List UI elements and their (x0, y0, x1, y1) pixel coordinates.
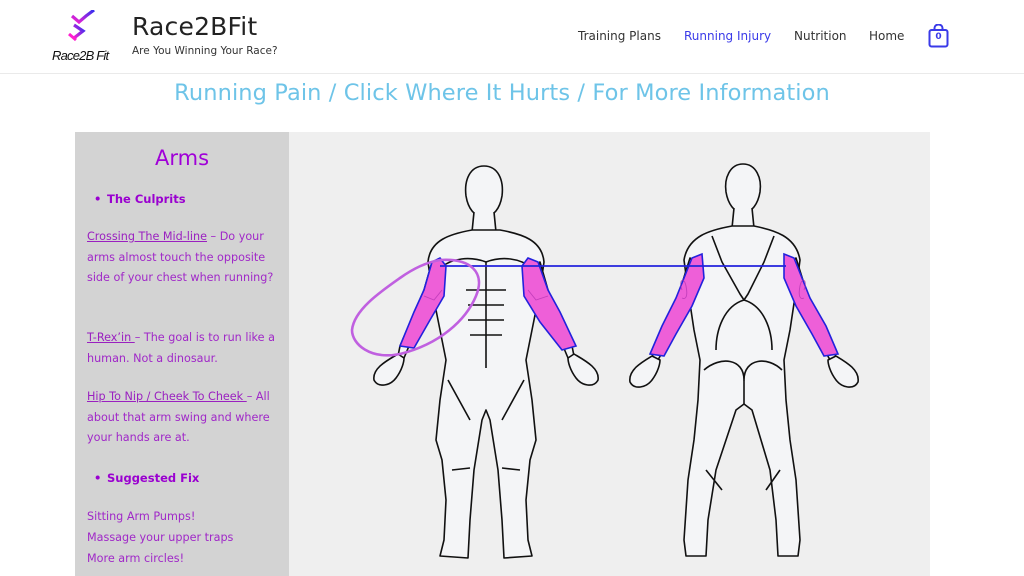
culprit-description: – The goal is to run like a human. Not a… (87, 331, 275, 365)
site-logo[interactable]: Race2B Fit (52, 10, 114, 66)
page-heading: Running Pain / Click Where It Hurts / Fo… (174, 80, 830, 106)
site-title[interactable]: Race2BFit (132, 12, 258, 41)
cart-button[interactable]: 0 (928, 23, 949, 48)
injury-info-sidebar: Arms The Culprits Crossing The Mid-line … (75, 132, 289, 576)
fix-item: Massage your upper traps (87, 531, 234, 544)
culprit-item: Hip To Nip / Cheek To Cheek – All about … (87, 387, 283, 449)
pain-circle-marker[interactable] (350, 258, 481, 357)
nav-running-injury[interactable]: Running Injury (684, 29, 772, 43)
culprits-heading: The Culprits (94, 192, 186, 206)
nav-home[interactable]: Home (869, 29, 905, 43)
front-body-figure[interactable] (373, 165, 599, 559)
culprit-description: – All about that arm swing and where you… (87, 390, 270, 444)
fix-item: Sitting Arm Pumps! (87, 510, 196, 523)
back-body-figure[interactable] (629, 163, 859, 557)
site-header: Race2B Fit Race2BFit Are You Winning You… (0, 0, 1024, 74)
nav-nutrition[interactable]: Nutrition (794, 29, 847, 43)
cart-count: 0 (935, 32, 942, 42)
culprit-link-hip-to-nip[interactable]: Hip To Nip / Cheek To Cheek (87, 390, 247, 403)
suggested-fix-heading: Suggested Fix (94, 471, 199, 485)
logo-icon (68, 10, 95, 42)
nav-training-plans[interactable]: Training Plans (578, 29, 661, 43)
culprit-link-crossing-midline[interactable]: Crossing The Mid-line (87, 230, 207, 243)
body-part-title: Arms (154, 146, 210, 170)
culprit-link-trex[interactable]: T-Rex’in (87, 331, 135, 344)
body-map (289, 132, 930, 576)
fix-item: More arm circles! (87, 552, 185, 565)
shopping-bag-icon (928, 23, 949, 48)
body-diagram (350, 163, 859, 559)
culprit-item: T-Rex’in – The goal is to run like a hum… (87, 328, 283, 369)
logo-text: Race2B Fit (52, 48, 109, 63)
site-tagline: Are You Winning Your Race? (132, 45, 278, 57)
culprit-item: Crossing The Mid-line – Do your arms alm… (87, 227, 283, 289)
culprit-description: – Do your arms almost touch the opposite… (87, 230, 274, 284)
arm-highlight[interactable] (398, 252, 840, 357)
